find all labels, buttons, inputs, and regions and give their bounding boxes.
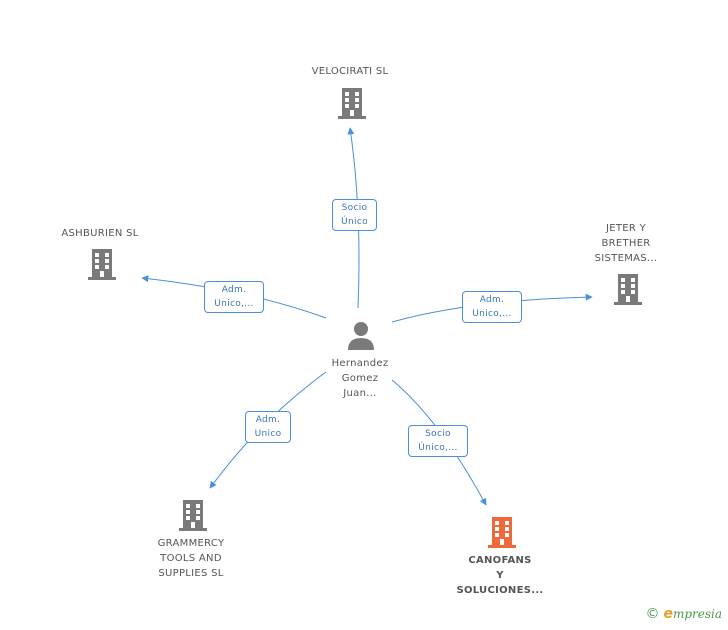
building-icon[interactable]: [177, 498, 209, 532]
brand-logo: empresia: [663, 606, 722, 622]
center-person-label[interactable]: Hernandez Gomez Juan...: [331, 358, 389, 399]
node-label-jeter[interactable]: JETER Y BRETHER SISTEMAS...: [594, 223, 658, 264]
edge-label-jeter[interactable]: Adm. Unico,...: [462, 291, 522, 323]
building-icon[interactable]: [86, 247, 118, 281]
edge-label-ashburien[interactable]: Adm. Unico,...: [204, 281, 264, 313]
person-icon[interactable]: [346, 320, 376, 350]
node-label-velocirati[interactable]: VELOCIRATI SL: [311, 66, 389, 77]
node-label-grammercy[interactable]: GRAMMERCY TOOLS AND SUPPLIES SL: [157, 538, 225, 579]
node-label-canofans[interactable]: CANOFANS Y SOLUCIONES...: [456, 555, 544, 596]
copyright-icon: ©: [645, 606, 660, 622]
edge-label-velocirati[interactable]: Socio Único: [332, 199, 377, 231]
building-icon[interactable]: [612, 272, 644, 306]
edge-label-canofans[interactable]: Socio Único,...: [408, 425, 468, 457]
building-icon-highlight[interactable]: [486, 515, 518, 549]
node-label-ashburien[interactable]: ASHBURIEN SL: [61, 228, 139, 239]
edge-label-grammercy[interactable]: Adm. Unico: [245, 411, 291, 443]
footer-brand: © empresia: [645, 606, 722, 622]
building-icon[interactable]: [336, 86, 368, 120]
